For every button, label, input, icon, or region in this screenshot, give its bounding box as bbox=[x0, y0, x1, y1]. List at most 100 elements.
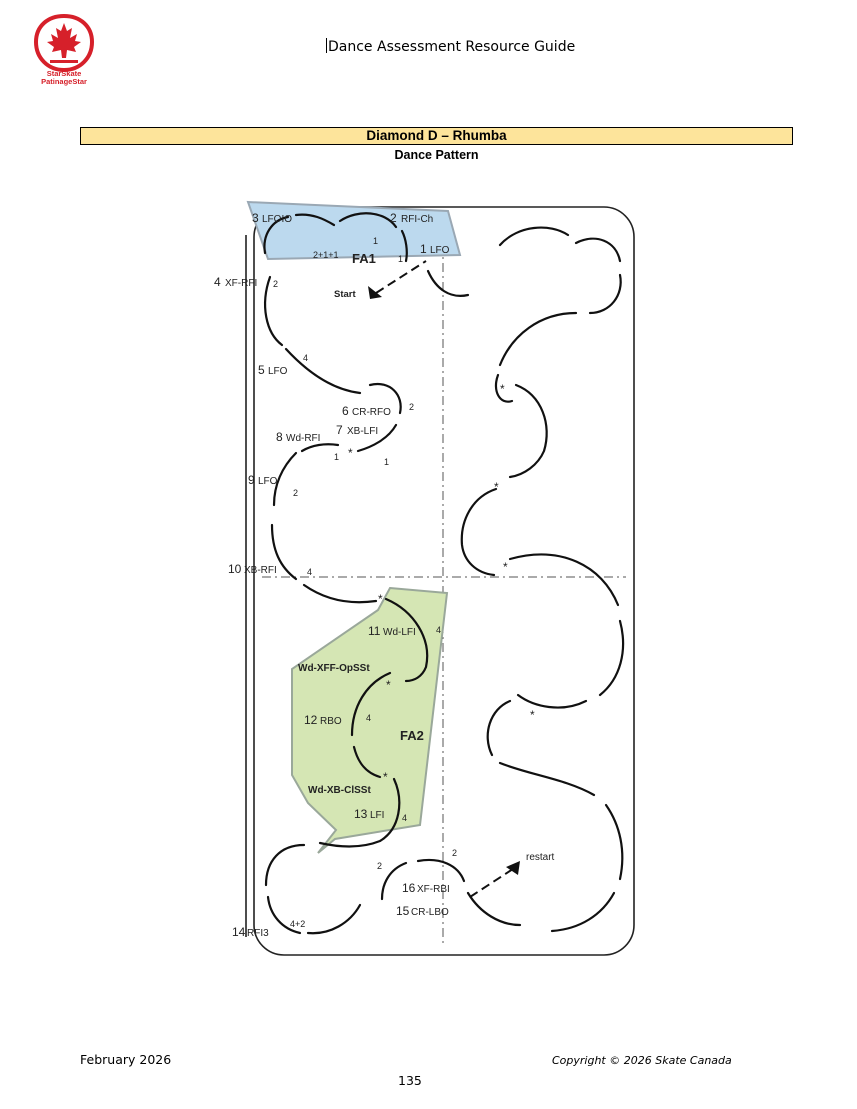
lobe-2b bbox=[400, 229, 408, 263]
lobe-8 bbox=[272, 451, 298, 507]
asterisk-marker: * bbox=[494, 480, 499, 494]
step-4-label: 4 bbox=[214, 275, 221, 289]
fa2-label: FA2 bbox=[400, 728, 424, 743]
start-line bbox=[375, 260, 427, 294]
right-lobe-e bbox=[494, 373, 514, 403]
step-9-name: LFO bbox=[258, 476, 278, 487]
asterisk-marker: * bbox=[503, 560, 508, 574]
beat-11: 4 bbox=[436, 625, 441, 635]
asterisk-marker: * bbox=[383, 770, 388, 784]
start-arrow-icon bbox=[368, 286, 382, 299]
lobe-15 bbox=[380, 861, 408, 901]
step-15-label: 15 bbox=[396, 904, 410, 918]
lobe-6b bbox=[356, 423, 398, 453]
asterisk-marker: * bbox=[500, 382, 505, 396]
right-lobe-c bbox=[588, 273, 622, 315]
right-lobe-k bbox=[486, 699, 512, 757]
lobe-12-bottom bbox=[352, 745, 382, 779]
restart-label: restart bbox=[526, 852, 555, 863]
step-14-label: 14 bbox=[232, 925, 246, 939]
lobe-5 bbox=[284, 347, 362, 395]
step-7-name: XB-LFI bbox=[347, 426, 378, 437]
logo-line1: StarSkate bbox=[46, 69, 82, 78]
right-lobe-j bbox=[516, 693, 588, 709]
transition-label-1: Wd-XFF-OpSSt bbox=[298, 663, 370, 674]
lobe-6 bbox=[368, 382, 402, 415]
right-lobe-i bbox=[598, 619, 625, 697]
beat-8: 1 bbox=[384, 457, 389, 467]
right-lobe-n bbox=[550, 891, 616, 933]
step-13-label: 13 bbox=[354, 807, 368, 821]
right-lobe-d bbox=[498, 311, 578, 367]
beat-7: 1 bbox=[334, 452, 339, 462]
step-12-name: RBO bbox=[320, 716, 342, 727]
section-subtitle: Dance Pattern bbox=[394, 148, 479, 162]
step-8-label: 8 bbox=[276, 430, 283, 444]
step-6-name: CR-RFO bbox=[352, 407, 391, 418]
footer-date: February 2026 bbox=[80, 1052, 172, 1067]
right-lobe-a bbox=[498, 226, 570, 247]
step-11-name: Wd-LFI bbox=[383, 627, 416, 638]
step-9-label: 9 bbox=[248, 473, 255, 487]
fa1-label: FA1 bbox=[352, 251, 376, 266]
lobe-3 bbox=[263, 215, 290, 255]
right-lobe-b bbox=[574, 237, 622, 263]
step-6-label: 6 bbox=[342, 404, 349, 418]
beat-4: 2 bbox=[273, 279, 278, 289]
beat-13: 4 bbox=[402, 813, 407, 823]
logo-line2: PatinageStar bbox=[41, 77, 87, 86]
lobe-14b bbox=[266, 895, 302, 935]
step-14-name: RFI3 bbox=[247, 928, 269, 939]
asterisk-marker: * bbox=[530, 708, 535, 722]
asterisk-marker: * bbox=[348, 446, 353, 460]
lobe-11 bbox=[384, 597, 429, 683]
start-label: Start bbox=[334, 289, 356, 300]
page-number: 135 bbox=[398, 1073, 422, 1088]
restart-arrow-icon bbox=[506, 861, 520, 875]
step-3-label: 3 bbox=[252, 211, 259, 225]
step-10-label: 10 bbox=[228, 562, 242, 576]
beat-3: 2+1+1 bbox=[313, 250, 339, 260]
beat-2: 1 bbox=[373, 236, 378, 246]
step-8-name: Wd-RFI bbox=[286, 433, 320, 444]
lobe-1 bbox=[426, 269, 470, 297]
step-2-name: RFI-Ch bbox=[401, 214, 433, 225]
asterisk-marker: * bbox=[378, 592, 383, 606]
beat-5: 4 bbox=[303, 353, 308, 363]
lobe-7 bbox=[300, 443, 340, 453]
lobe-2 bbox=[338, 212, 398, 229]
asterisk-marker: * bbox=[386, 678, 391, 692]
step-4-name: XF-RFI bbox=[225, 278, 257, 289]
right-lobe-m bbox=[604, 803, 624, 881]
rink-outline bbox=[253, 206, 635, 956]
beat-6: 2 bbox=[409, 402, 414, 412]
beat-9: 2 bbox=[293, 488, 298, 498]
step-12-label: 12 bbox=[304, 713, 318, 727]
fa2-area bbox=[291, 586, 449, 854]
section-title: Diamond D – Rhumba bbox=[80, 127, 793, 145]
lobe-13 bbox=[318, 777, 401, 848]
step-2-label: 2 bbox=[390, 211, 397, 225]
step-16-label: 16 bbox=[402, 881, 416, 895]
step-16-name: XF-RBI bbox=[417, 884, 450, 895]
beat-12: 4 bbox=[366, 713, 371, 723]
beat-16: 2 bbox=[452, 848, 457, 858]
beat-15: 2 bbox=[377, 861, 382, 871]
maple-leaf-icon bbox=[33, 14, 95, 72]
lobe-14 bbox=[264, 843, 306, 887]
right-lobe-h bbox=[508, 553, 620, 607]
beat-1: 1 bbox=[398, 254, 403, 264]
beat-14: 4+2 bbox=[290, 919, 305, 929]
restart-line bbox=[469, 866, 517, 898]
step-7-label: 7 bbox=[336, 423, 343, 437]
right-lobe-f bbox=[508, 383, 548, 479]
lobe-9 bbox=[270, 523, 298, 581]
lobe-3b bbox=[294, 213, 336, 227]
lobe-4 bbox=[264, 275, 284, 347]
dance-pattern-diagram: 3 LFOIO 2 RFI-Ch 1 LFO 4 XF-RFI 5 LFO 6 … bbox=[200, 195, 660, 965]
step-11-label: 11 bbox=[368, 624, 381, 638]
lobe-14c bbox=[306, 903, 362, 935]
step-3-name: LFOIO bbox=[262, 214, 292, 225]
step-5-label: 5 bbox=[258, 363, 265, 377]
step-13-name: LFI bbox=[370, 810, 384, 821]
